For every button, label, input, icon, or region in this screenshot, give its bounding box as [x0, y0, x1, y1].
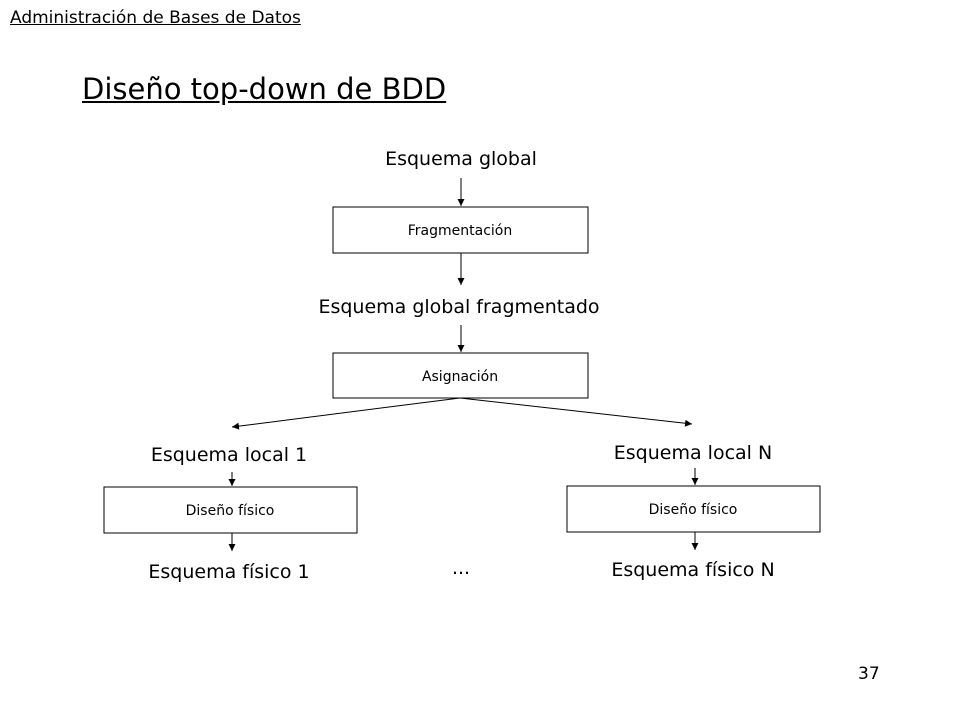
local-schema-1-label: Esquema local 1 — [151, 444, 307, 466]
allocation-box — [332, 352, 589, 399]
ellipsis-label: ... — [452, 557, 470, 579]
physical-schema-1-label: Esquema físico 1 — [148, 561, 309, 583]
global-schema-label: Esquema global — [385, 148, 537, 170]
page-number: 37 — [858, 664, 880, 684]
fragmented-schema-label: Esquema global fragmentado — [318, 296, 599, 318]
fragmentation-box — [332, 206, 589, 254]
fragmentation-label: Fragmentación — [408, 223, 512, 239]
arrow-allocation-to-local-n — [459, 397, 693, 427]
allocation-label: Asignación — [422, 369, 498, 385]
local-schema-n-label: Esquema local N — [614, 442, 772, 464]
slide-title: Diseño top-down de BDD — [82, 72, 447, 106]
physical-schema-n-label: Esquema físico N — [611, 559, 774, 581]
physical-design-n-label: Diseño físico — [649, 502, 738, 518]
course-header: Administración de Bases de Datos — [10, 8, 301, 28]
arrow-allocation-to-local-1 — [231, 397, 461, 430]
physical-design-1-label: Diseño físico — [186, 503, 275, 519]
physical-design-box-n — [566, 485, 821, 533]
physical-design-box-1 — [103, 486, 358, 534]
